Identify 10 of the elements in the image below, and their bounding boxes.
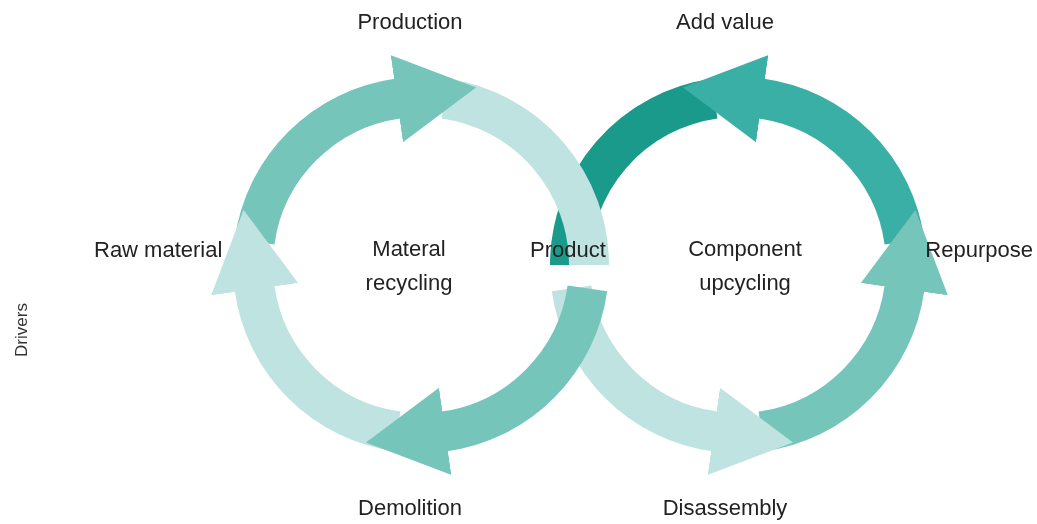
- cycle-label: Component upcycling: [687, 235, 803, 297]
- curved-arrow: [366, 284, 607, 475]
- cycle-label: Materal recycling: [364, 235, 454, 297]
- stage-label: Disassembly: [662, 495, 788, 521]
- stage-label: Production: [357, 9, 463, 35]
- stage-label: Add value: [676, 9, 774, 35]
- curved-arrow: [552, 284, 793, 475]
- stage-label: Demolition: [358, 495, 462, 521]
- axis-label: Drivers: [11, 303, 33, 357]
- stage-label: Raw material: [94, 237, 223, 263]
